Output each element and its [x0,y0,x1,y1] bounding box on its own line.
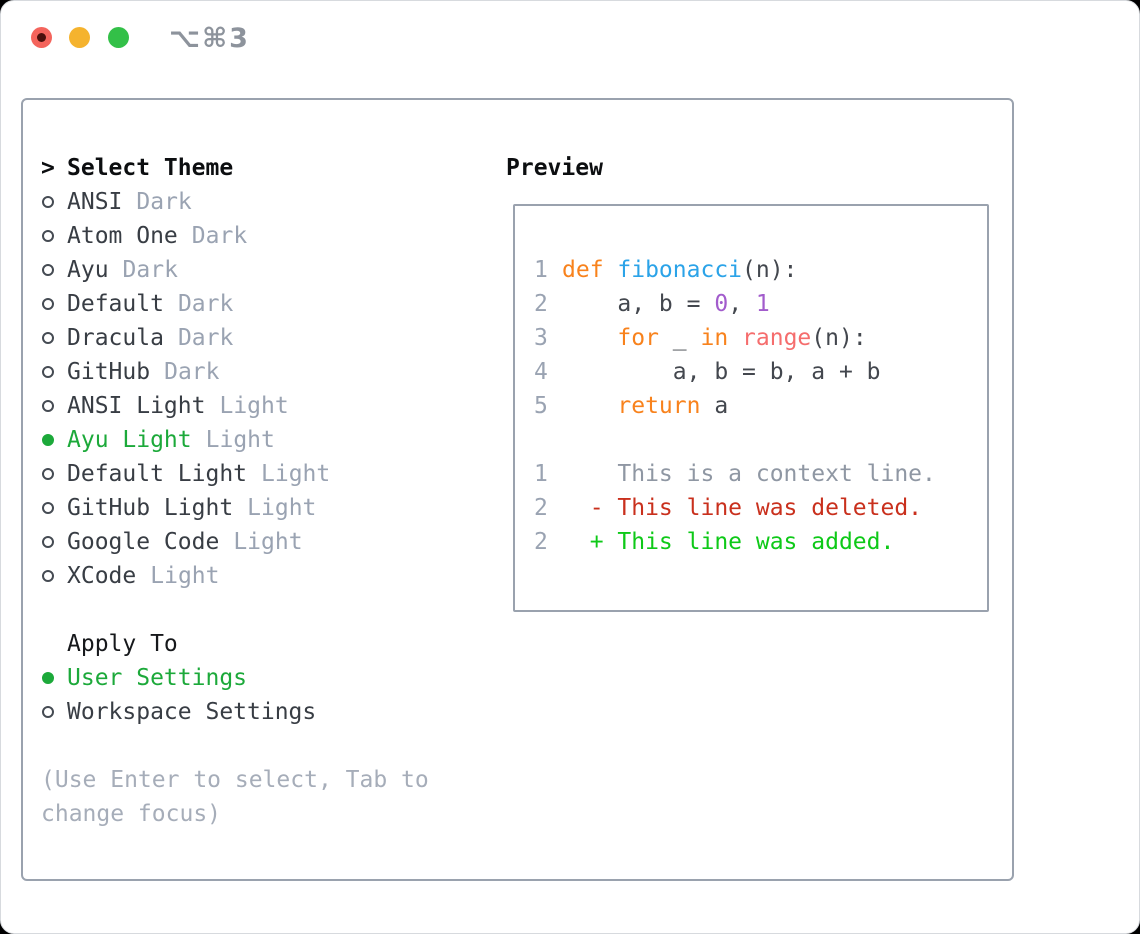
theme-option-default-dark[interactable]: Default Dark [41,287,481,321]
spacer [41,593,481,627]
diff-deleted-line: 2 - This line was deleted. [534,491,987,525]
apply-option-label: User Settings [67,665,248,691]
theme-name: GitHub Light [67,495,234,521]
radio-icon [42,468,54,480]
line-number: 2 [534,291,548,317]
theme-variant: Dark [177,325,234,351]
radio-icon [42,536,54,548]
maximize-button[interactable] [108,27,129,48]
prompt-icon: > [41,155,55,181]
select-theme-title: Select Theme [67,155,234,181]
theme-name: Default [67,291,164,317]
spacer [41,729,481,763]
theme-variant: Dark [122,257,178,283]
code-line: 4 a, b = b, a + b [534,355,987,389]
line-number: 1 [534,461,548,487]
radio-selected-icon [42,434,54,446]
theme-option-ansi-dark[interactable]: ANSI Dark [41,185,481,219]
theme-variant: Light [205,427,275,453]
theme-option-google-code-light[interactable]: Google Code Light [41,525,481,559]
theme-name: Dracula [67,325,164,351]
radio-icon [42,706,54,718]
select-theme-header: > Select Theme [41,151,481,185]
theme-name: Atom One [67,223,178,249]
theme-option-atom-one-dark[interactable]: Atom One Dark [41,219,481,253]
theme-name: Default Light [67,461,248,487]
radio-icon [42,230,54,242]
theme-option-dracula-dark[interactable]: Dracula Dark [41,321,481,355]
theme-option-default-light[interactable]: Default Light Light [41,457,481,491]
theme-variant: Light [219,393,289,419]
theme-name: Ayu Light [67,427,192,453]
window-title: ⌥⌘3 [169,23,250,54]
theme-name: ANSI Light [67,393,206,419]
diff-context-line: 1 This is a context line. [534,457,987,491]
minimize-button[interactable] [69,27,90,48]
theme-variant: Dark [191,223,248,249]
close-button[interactable] [31,27,52,48]
radio-selected-icon [42,672,54,684]
radio-icon [42,570,54,582]
close-dot-icon [37,33,46,42]
code-line: 5 return a [534,389,987,423]
theme-variant: Light [261,461,331,487]
code-line: 2 a, b = 0, 1 [534,287,987,321]
line-number: 2 [534,529,548,555]
theme-name: GitHub [67,359,151,385]
radio-icon [42,366,54,378]
radio-icon [42,196,54,208]
line-number: 5 [534,393,548,419]
theme-name: ANSI [67,189,123,215]
radio-icon [42,332,54,344]
theme-name: XCode [67,563,137,589]
theme-variant: Dark [177,291,234,317]
theme-variant: Light [233,529,303,555]
theme-name: Ayu [67,257,109,283]
line-number: 1 [534,257,548,283]
apply-to-header: Apply To [41,627,481,661]
radio-icon [42,400,54,412]
line-number: 3 [534,325,548,351]
theme-option-ayu-light[interactable]: Ayu Light Light [41,423,481,457]
radio-icon [42,298,54,310]
apply-to-title: Apply To [67,631,178,657]
apply-option-user-settings[interactable]: User Settings [41,661,481,695]
radio-icon [42,502,54,514]
line-number: 4 [534,359,548,385]
apply-option-label: Workspace Settings [67,699,317,725]
theme-option-ayu-dark[interactable]: Ayu Dark [41,253,481,287]
titlebar: ⌥⌘3 [1,1,1139,71]
theme-option-ansi-light[interactable]: ANSI Light Light [41,389,481,423]
theme-option-github-light[interactable]: GitHub Light Light [41,491,481,525]
diff-added-line: 2 + This line was added. [534,525,987,559]
theme-variant: Light [247,495,317,521]
theme-variant: Dark [164,359,220,385]
theme-list: > Select Theme ANSI Dark Atom One Dark A… [41,151,481,831]
theme-picker-panel: > Select Theme ANSI Dark Atom One Dark A… [21,98,1014,881]
line-number: 2 [534,495,548,521]
apply-option-workspace-settings[interactable]: Workspace Settings [41,695,481,729]
theme-option-github-dark[interactable]: GitHub Dark [41,355,481,389]
theme-variant: Dark [136,189,192,215]
radio-icon [42,264,54,276]
code-line: 3 for _ in range(n): [534,321,987,355]
code-line-blank [534,423,987,457]
theme-name: Google Code [67,529,220,555]
theme-option-xcode-light[interactable]: XCode Light [41,559,481,593]
theme-variant: Light [150,563,220,589]
preview-title: Preview [506,155,603,181]
